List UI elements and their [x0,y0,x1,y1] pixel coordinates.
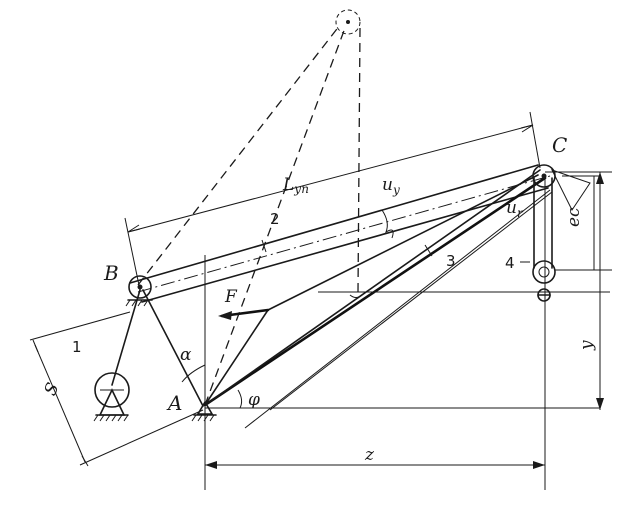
label-point-a: A [166,391,182,415]
label-member-4: 4 [505,254,515,272]
member-1 [29,289,204,466]
raised-position-dashed [137,9,361,406]
hook-member-4 [532,177,556,302]
label-length-sub: уп [293,182,309,196]
label-ur-sub: r [517,206,524,220]
label-dim-ec: ec [564,207,584,227]
phi-arc [237,389,243,409]
label-uy: uy [382,175,400,197]
label-member-1: 1 [72,338,82,356]
label-length-main: L [282,175,294,195]
label-ur-main: u [506,198,517,218]
label-member-3: 3 [446,252,456,270]
tick-2 [261,239,267,253]
label-dim-z: z [364,445,375,465]
label-point-b: B [103,261,119,285]
uy-brace [381,209,394,239]
label-alpha: α [180,345,192,365]
label-length: Lуп [282,175,309,196]
force-strut [204,174,539,406]
s-dimension [32,339,89,467]
y-dimension [596,172,604,410]
length-dimension [124,111,541,291]
triangle-marker [551,169,591,211]
pivot-a [191,400,217,422]
label-dim-y: y [577,340,597,351]
z-dimension [205,461,545,469]
boom-member-2 [129,164,551,303]
label-uy-main: u [382,175,393,195]
tick-arrow [349,294,363,298]
label-force: F [224,287,238,307]
diagonal-line [244,189,551,429]
label-point-c: C [552,133,567,157]
label-ur: ur [506,198,524,220]
tick-3 [424,244,433,257]
label-uy-sub: y [392,183,400,197]
label-dim-s: S [41,380,64,399]
member-3-upper [204,169,541,406]
diagonal-line-2 [269,191,553,411]
winch-drum [93,372,130,422]
label-member-2: 2 [270,210,280,228]
alpha-arc [181,364,206,383]
label-phi: φ [248,390,260,410]
